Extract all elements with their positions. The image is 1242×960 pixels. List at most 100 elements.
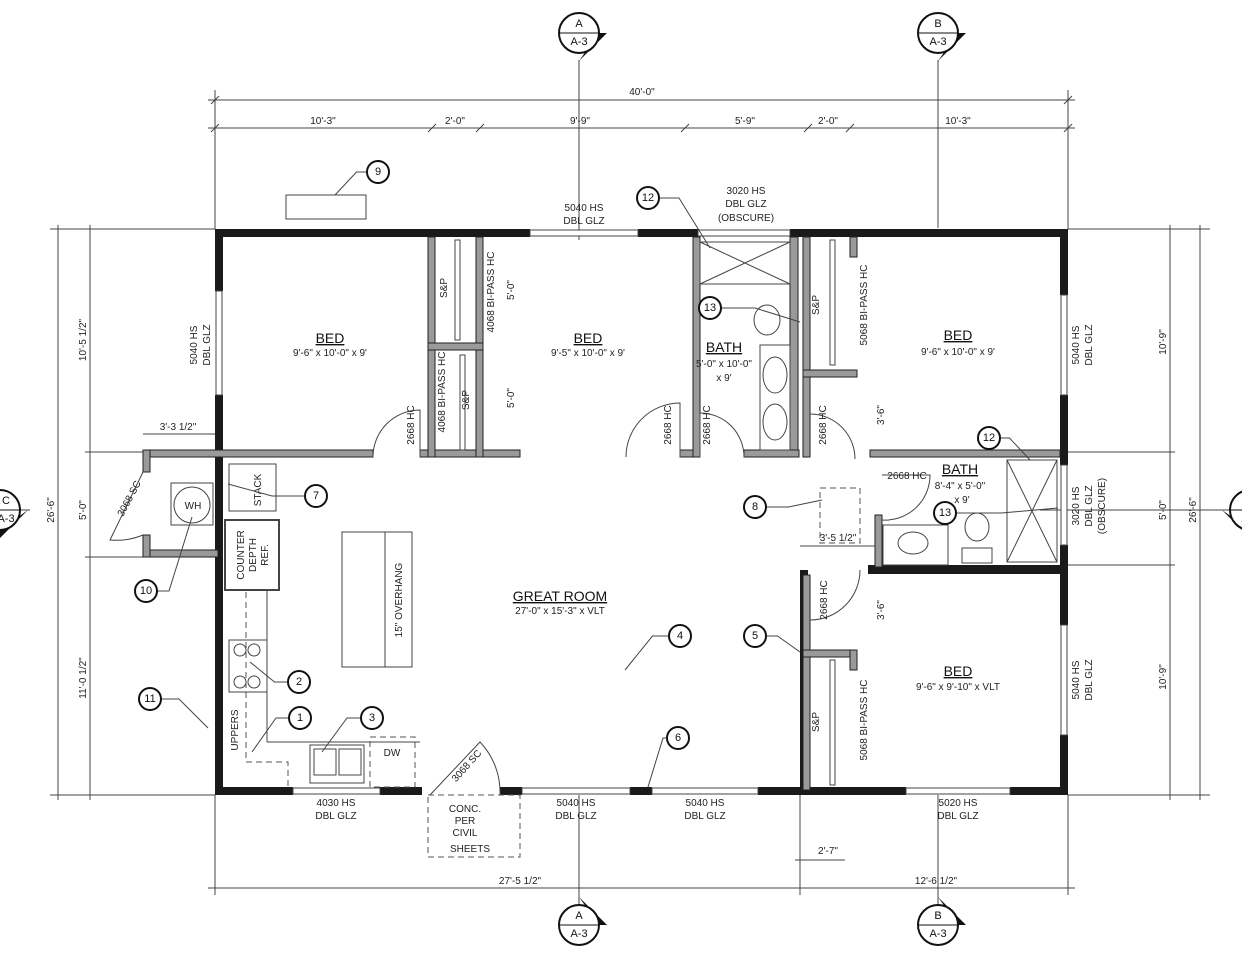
- room-size: x 9': [716, 373, 731, 384]
- section-markers: AA-3BA-3AA-3BA-3CA-3CA-3: [0, 12, 1242, 946]
- door-label: 3068 SC: [116, 479, 144, 519]
- shelf-pole-label: S&P: [439, 278, 450, 298]
- callout-leader: [710, 307, 801, 323]
- section-sheet: A-3: [929, 928, 946, 940]
- callout-bubble-12: 12: [636, 186, 660, 210]
- conc-label: CONC.: [449, 804, 481, 815]
- window-label: DBL GLZ: [725, 199, 766, 210]
- dim-right: 5'-0": [1158, 500, 1169, 520]
- door-label: 5068 BI-PASS HC: [859, 265, 870, 346]
- dim-bottom-left: 27'-5 1/2": [499, 876, 542, 887]
- window-label: 5040 HS: [1071, 660, 1082, 699]
- dim-hall: 3'-6": [876, 600, 887, 620]
- callout-number: 5: [752, 630, 758, 642]
- window-label: (OBSCURE): [1097, 478, 1108, 534]
- section-marker-a[interactable]: AA-3: [558, 897, 607, 946]
- dim-top: 2'-0": [818, 116, 838, 127]
- room-size: 27'-0" x 15'-3" x VLT: [515, 606, 605, 617]
- ref-label: COUNTER: [236, 530, 247, 579]
- window-label: 5040 HS: [686, 798, 725, 809]
- window-label: 5040 HS: [565, 203, 604, 214]
- window-label: DBL GLZ: [563, 216, 604, 227]
- window-label: DBL GLZ: [315, 811, 356, 822]
- section-letter: B: [934, 910, 941, 922]
- callout-bubble-10: 10: [134, 579, 158, 603]
- callout-bubble-6: 6: [666, 726, 690, 750]
- dim-right: 10'-9": [1158, 329, 1169, 355]
- dim-top: 5'-9": [735, 116, 755, 127]
- section-marker-c[interactable]: C A-3: [0, 489, 28, 538]
- toilet: [964, 512, 990, 542]
- door-label: 2668 HC: [663, 405, 674, 444]
- window-labels: 5040 HS DBL GLZ 3020 HS DBL GLZ (OBSCURE…: [189, 186, 1108, 822]
- callout-bubble-5: 5: [743, 624, 767, 648]
- dim-left-overall: 26'-6": [46, 497, 57, 523]
- room-size: 5'-0" x 10'-0": [696, 359, 752, 370]
- section-letter: A: [575, 18, 583, 30]
- dim-overall-top: 40'-0": [629, 87, 655, 98]
- toilet: [753, 304, 781, 336]
- section-marker-a[interactable]: A A-3: [558, 12, 607, 61]
- window-label: 5040 HS: [1071, 325, 1082, 364]
- callout-number: 1: [297, 712, 303, 724]
- section-marker-b[interactable]: B A-3: [917, 897, 966, 946]
- section-letter: B: [934, 18, 941, 30]
- kitchen-island: [341, 531, 413, 668]
- callout-bubble-4: 4: [668, 624, 692, 648]
- window-label: DBL GLZ: [1084, 485, 1095, 526]
- callout-bubble-13: 13: [933, 501, 957, 525]
- window-label: 3020 HS: [1071, 486, 1082, 525]
- callout-bubble-1: 1: [288, 706, 312, 730]
- dimension-lines: [0, 60, 1242, 905]
- windows: [215, 229, 1068, 795]
- sink: [897, 531, 929, 555]
- room-name: BED: [574, 330, 603, 346]
- dim-bottom-right: 12'-6 1/2": [915, 876, 958, 887]
- window-label: 4030 HS: [317, 798, 356, 809]
- conc-label: CIVIL: [452, 828, 477, 839]
- dim-top: 2'-0": [445, 116, 465, 127]
- room-name: BATH: [942, 461, 978, 477]
- dim-right-overall: 26'-6": [1188, 497, 1199, 523]
- uppers-label: UPPERS: [230, 709, 241, 750]
- dim-top: 9'-9": [570, 116, 590, 127]
- room-size: 8'-4" x 5'-0": [935, 481, 986, 492]
- door-label: 2668 HC: [818, 405, 829, 444]
- section-sheet: A-3: [0, 513, 15, 525]
- window-label: 3020 HS: [727, 186, 766, 197]
- dim-hall-width: 3'-5 1/2": [820, 533, 857, 544]
- dim-left-closet: 3'-3 1/2": [160, 422, 197, 433]
- callout-bubble-9: 9: [366, 160, 390, 184]
- section-letter: A: [575, 910, 583, 922]
- callout-bubble-11: 11: [138, 687, 162, 711]
- window-label: 5040 HS: [557, 798, 596, 809]
- dim-closet: 5'-0": [506, 388, 517, 408]
- window-label: 5040 HS: [189, 325, 200, 364]
- section-sheet: A-3: [570, 36, 587, 48]
- callout-number: 13: [704, 302, 716, 314]
- section-letter: C: [2, 495, 10, 507]
- section-marker-c[interactable]: CA-3: [1222, 490, 1242, 538]
- callout-bubble-2: 2: [287, 670, 311, 694]
- conc-label: PER: [455, 816, 476, 827]
- door-label: 2668 HC: [406, 405, 417, 444]
- callout-leader: [227, 483, 316, 497]
- callout-number: 8: [752, 501, 758, 513]
- sink: [762, 403, 788, 441]
- washer-dryer-stack: [228, 463, 277, 512]
- dimension-labels: 40'-0" 10'-3" 2'-0" 9'-9" 5'-9" 2'-0" 10…: [46, 87, 1199, 887]
- shelf-pole-label: S&P: [811, 295, 822, 315]
- section-marker-b[interactable]: BA-3: [917, 12, 966, 61]
- window-label: (OBSCURE): [718, 213, 774, 224]
- dim-left: 11'-0 1/2": [78, 657, 89, 699]
- door-label: 2668 HC: [887, 471, 926, 482]
- room-name: GREAT ROOM: [513, 588, 607, 604]
- shelf-pole-label: S&P: [811, 712, 822, 732]
- wh-label: WH: [185, 501, 202, 512]
- callout-leader: [945, 507, 1059, 514]
- room-size: 9'-6" x 9'-10" x VLT: [916, 682, 1000, 693]
- room-size: x 9': [954, 495, 969, 506]
- callout-bubble-7: 7: [304, 484, 328, 508]
- shower: [699, 241, 791, 285]
